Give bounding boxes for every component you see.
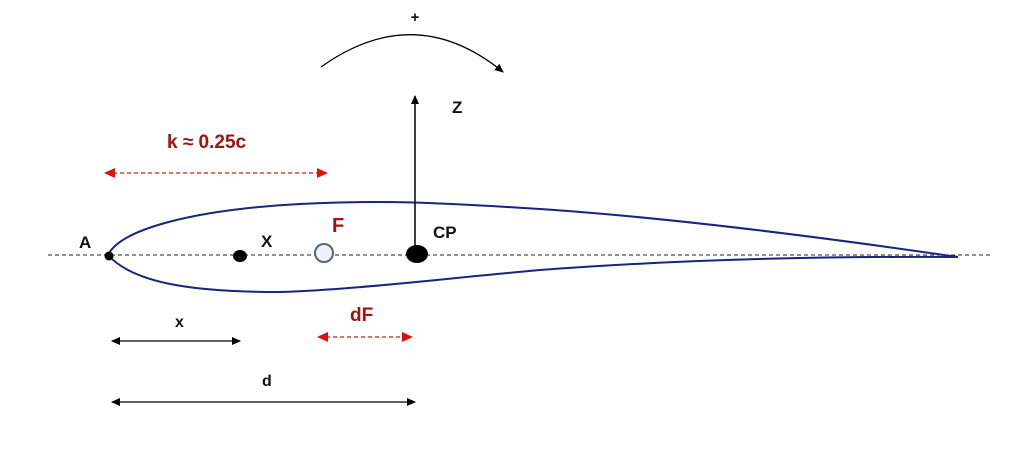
leading-edge-point <box>104 251 114 261</box>
focus-marker <box>314 243 334 263</box>
lift-label: Z <box>452 98 462 117</box>
point-x-label: X <box>261 232 273 251</box>
moment-sign-label: + <box>411 9 420 26</box>
center-of-pressure-label: CP <box>433 223 457 242</box>
distance-x-label: x <box>175 314 184 331</box>
leading-edge-label: A <box>79 233 91 252</box>
airfoil-outline <box>106 200 959 294</box>
moment-arrow <box>320 34 504 73</box>
focus-label: F <box>332 215 344 237</box>
point-x-marker <box>233 250 247 262</box>
focus-shift-label: dF <box>350 305 373 326</box>
center-of-pressure-marker <box>406 245 428 263</box>
distance-d-label: d <box>262 373 272 390</box>
quarter-chord-label: k ≈ 0.25c <box>167 132 247 153</box>
